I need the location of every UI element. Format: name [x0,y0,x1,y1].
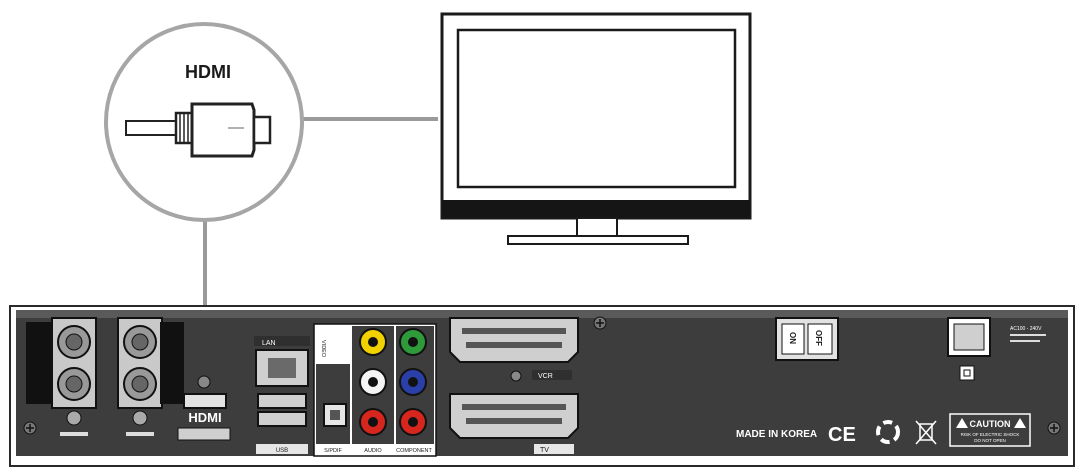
screw-icon [593,316,607,330]
screw-icon [1047,421,1061,435]
hdmi-port-icon [183,393,227,409]
recycle-icon [876,420,900,444]
usb-port-label: USB [276,448,288,454]
tuner-1-connectors [26,317,97,436]
caution-label: CAUTION RISK OF ELECTRIC SHOCK DO NOT OP… [949,413,1031,447]
tv-screen [456,28,737,189]
lan-port-icon [255,349,309,387]
usb-port-icon [257,411,307,427]
caution-subtitle-1: RISK OF ELECTRIC SHOCK [961,432,1020,437]
vcr-label: VCR [538,373,553,380]
made-in-korea-text: MADE IN KOREA [736,429,817,440]
scart-vcr-port: VCR [449,317,579,382]
power-inlet: AC100 - 240V [947,317,1046,381]
lan-port-label: LAN [262,340,276,347]
tv-monitor-icon [440,12,752,245]
lan-usb-ports: LAN USB [254,336,310,454]
weee-bin-icon [915,420,937,445]
screw-icon [23,421,37,435]
switch-off-label: OFF [814,330,823,346]
audio-label: AUDIO [364,448,382,454]
hdmi-port-logo: HDMI [188,410,221,425]
power-switch: ON OFF [775,317,839,361]
hdmi-port: HDMI [177,375,231,441]
tuner-2-connectors [117,317,184,436]
av-output-group: S/PDIF AUDIO COMPONENT VIDEO [313,323,437,457]
tv-base [507,235,689,245]
tv-label: TV [540,447,549,454]
video-label: VIDEO [320,340,326,358]
scart-tv-port: TV [449,393,579,454]
component-label: COMPONENT [396,448,432,454]
spdif-label: S/PDIF [324,448,342,454]
hdmi-callout-label: HDMI [185,62,231,82]
tv-neck [576,217,618,237]
caution-title: CAUTION [970,419,1011,429]
power-rating-label: AC100 - 240V [1010,326,1042,332]
tv-bottom-bar [442,200,750,218]
hdmi-plug-icon [125,102,272,158]
receiver-rear-panel: HDMI LAN USB [9,305,1075,467]
usb-port-icon [257,393,307,409]
ce-mark: CE [828,424,856,446]
warning-triangle-icon [956,418,968,428]
hdmi-callout: HDMI [104,22,304,222]
switch-on-label: ON [788,332,797,344]
warning-triangle-icon [1014,418,1026,428]
caution-subtitle-2: DO NOT OPEN [974,438,1005,443]
